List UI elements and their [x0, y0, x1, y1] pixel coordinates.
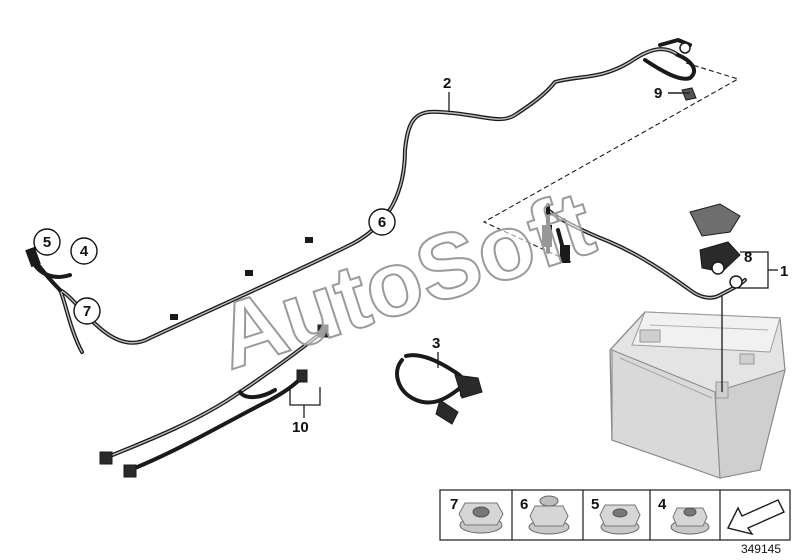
image-number: 349145: [741, 542, 781, 556]
callout-6: 6: [378, 214, 386, 231]
callout-2: 2: [443, 75, 451, 92]
battery-cable-assembly: [542, 203, 747, 300]
leader-lines: [289, 92, 778, 418]
callout-7: 7: [83, 303, 91, 320]
callout-10: 10: [292, 419, 309, 436]
callout-1: 1: [780, 263, 788, 280]
callout-circle-7: [73, 297, 101, 325]
nut-legend: 7 6 5 4: [439, 489, 791, 541]
callout-circle-5: [33, 228, 61, 256]
hex-collar-nut-6: [528, 495, 570, 535]
battery: [609, 292, 786, 479]
cable-harness-2: [25, 38, 697, 354]
callout-circle-6: [368, 208, 396, 236]
hex-nut-5: [599, 504, 641, 535]
callout-8: 8: [744, 249, 752, 266]
direction-arrow-icon: [726, 499, 785, 536]
assembly-boundary: [482, 62, 740, 263]
callout-3: 3: [432, 335, 440, 352]
cables-10: [99, 324, 329, 478]
clip-9: [668, 87, 697, 101]
callout-5: 5: [43, 234, 51, 251]
legend-label-4: 4: [658, 496, 667, 513]
callout-9: 9: [654, 85, 662, 102]
legend-label-7: 7: [450, 496, 458, 513]
callout-4: 4: [80, 243, 89, 260]
cable-3: [395, 353, 483, 425]
legend-label-6: 6: [520, 496, 528, 513]
flange-nut-4: [670, 507, 710, 535]
callout-circle-4: [70, 237, 98, 265]
hex-flange-nut-7: [458, 502, 504, 534]
legend-label-5: 5: [591, 496, 599, 513]
callout-labels: 1 2 3 8 9 10 4 5 6 7: [33, 75, 788, 436]
